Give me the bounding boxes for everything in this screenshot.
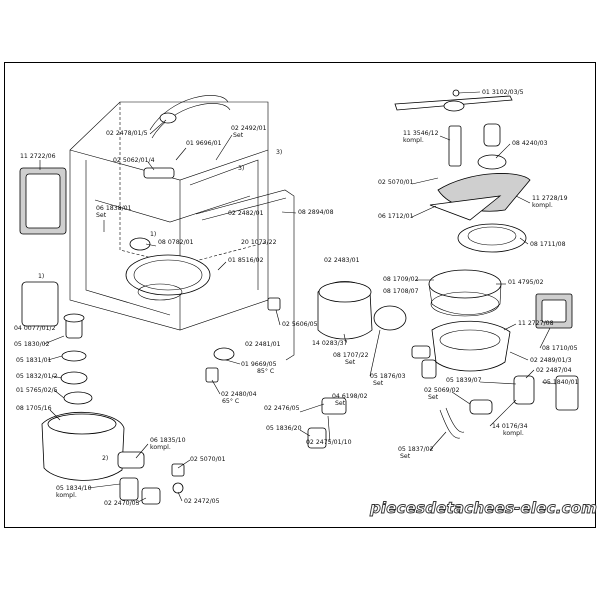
part-label: Set [335,400,346,407]
part-label: 01 3102/03/5 [482,89,524,96]
part-label: 02 5070/01 [378,179,414,186]
part-label: 02 2487/04 [536,367,572,374]
part-label: 08 1707/22 [333,352,369,359]
diagram-frame [4,62,596,528]
part-label: 02 2480/04 [221,391,257,398]
part-label: 1) [150,231,156,238]
part-label: 01 5765/02/5 [16,387,58,394]
part-label: Set [345,359,356,366]
part-label: 08 4240/03 [512,140,548,147]
part-label: 04 6198/02 [332,393,368,400]
part-label: Set [373,380,384,387]
part-label: 05 1839/07 [446,377,482,384]
part-label: 05 1832/01/2 [16,373,58,380]
part-label: 05 1840/01 [543,379,579,386]
part-label: kompl. [532,202,553,209]
part-label: 05 1831/01 [16,357,52,364]
part-label: 06 1838/01 [96,205,132,212]
part-label: 05 1830/02 [14,341,50,348]
leader-lines [39,91,557,504]
part-label: 08 1708/07 [383,288,419,295]
part-label: 06 1712/01 [378,213,414,220]
part-label: Set [233,132,244,139]
part-label: 02 2482/01 [228,210,264,217]
part-label: 05 1837/02 [398,446,434,453]
part-label: 02 5069/02 [424,387,460,394]
part-label: 01 9696/01 [186,140,222,147]
part-labels: 01 3102/03/5 11 3546/12 kompl. 08 4240/0… [14,89,579,507]
part-label: 02 5606/05 [282,321,318,328]
part-label: 02 2483/01 [324,257,360,264]
part-label: 02 5070/01 [190,456,226,463]
part-label: 05 1834/10 [56,485,92,492]
part-label: 02 2476/05 [264,405,300,412]
sump-pump-group [205,281,579,449]
part-label: 11 3546/12 [403,130,439,137]
part-label: 02 2489/01/3 [530,357,572,364]
part-label: Set [400,453,411,460]
part-label: 3) [276,149,282,156]
part-label: 2) [102,455,108,462]
part-label: 05 1836/20 [266,425,302,432]
part-label: 01 8516/02 [228,257,264,264]
part-label: 14 0283/37 [312,340,348,347]
part-label: 02 2478/01/5 [106,130,148,137]
part-label: 08 1711/08 [530,241,566,248]
part-label: 65° C [222,397,239,405]
part-label: 01 9669/05 [241,361,277,368]
part-label: 02 2475/01/10 [306,439,352,446]
part-label: kompl. [403,137,424,144]
part-label: 08 0782/01 [158,239,194,246]
part-label: 02 2470/05 [104,500,140,507]
part-label: kompl. [503,430,524,437]
part-label: 02 2481/01 [245,341,281,348]
part-label: 04 0077/01/2 [14,325,56,332]
part-label: kompl. [56,492,77,499]
part-label: 08 1709/02 [383,276,419,283]
part-label: 05 1876/03 [370,373,406,380]
part-label: 06 1835/10 [150,437,186,444]
part-label: kompl. [150,444,171,451]
part-label: 14 0176/34 [492,423,528,430]
part-label: Set [96,212,107,219]
part-label: 20 1073/22 [241,239,277,246]
part-label: 01 4795/02 [508,279,544,286]
part-label: 11 2727/08 [518,320,554,327]
part-label: 02 2472/05 [184,498,220,505]
part-label: 08 2894/08 [298,209,334,216]
part-label: 85° C [257,367,274,375]
watermark-text: piecesdetachees-elec.com [370,499,598,518]
part-label: 02 2492/01 [231,125,267,132]
part-label: 08 1705/16 [16,405,52,412]
part-label: 11 2728/19 [532,195,568,202]
part-label: 3) [238,165,244,172]
part-label: 08 1710/05 [542,345,578,352]
tub-frame [19,95,295,361]
part-label: 11 2722/06 [20,153,56,160]
part-label: Set [428,394,439,401]
part-label: 02 5062/01/4 [113,157,155,164]
part-label: 1) [38,273,44,280]
